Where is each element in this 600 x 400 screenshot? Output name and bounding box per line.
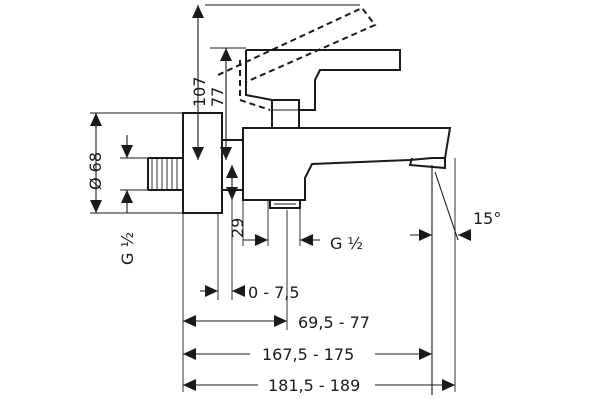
label-range-0-75: 0 - 7,5	[248, 283, 300, 302]
dimension-angle	[410, 229, 471, 241]
dimension-107	[192, 5, 204, 160]
extension-lines	[90, 4, 456, 392]
lever-raised-stem	[239, 60, 271, 111]
label-range-695-77: 69,5 - 77	[298, 313, 370, 332]
label-diameter: Ø 68	[86, 152, 105, 190]
label-thread-bottom: G ½	[330, 234, 363, 253]
dimension-1675-175	[183, 348, 432, 360]
label-angle: 15°	[473, 209, 501, 228]
dimension-thread-left	[121, 135, 133, 213]
dimension-1815-189	[183, 379, 455, 391]
dimension-diameter	[90, 113, 102, 213]
dimension-0-75	[200, 285, 245, 297]
label-range-1675-175: 167,5 - 175	[262, 345, 354, 364]
dimension-g-bottom	[243, 234, 320, 246]
spout-tip	[408, 157, 446, 170]
lever-raised-position	[217, 6, 377, 83]
label-offset-29: 29	[228, 218, 247, 238]
label-height-total: 107	[190, 76, 209, 107]
rosette	[182, 112, 223, 214]
diverter-knob	[269, 200, 301, 209]
dimension-29	[226, 165, 238, 200]
dimension-77	[220, 48, 232, 160]
inlet-thread	[147, 157, 183, 191]
label-height-spout: 77	[208, 87, 227, 107]
angle-line-slanted	[434, 171, 459, 241]
lever-handle	[245, 49, 401, 111]
lever-base	[271, 99, 300, 129]
inlet-thread-hatch	[151, 158, 178, 190]
faucet-outline	[147, 6, 459, 395]
main-body	[242, 127, 452, 201]
label-range-1815-189: 181,5 - 189	[268, 376, 360, 395]
label-thread-left: G ½	[118, 232, 137, 265]
dimension-695-77	[183, 315, 287, 327]
